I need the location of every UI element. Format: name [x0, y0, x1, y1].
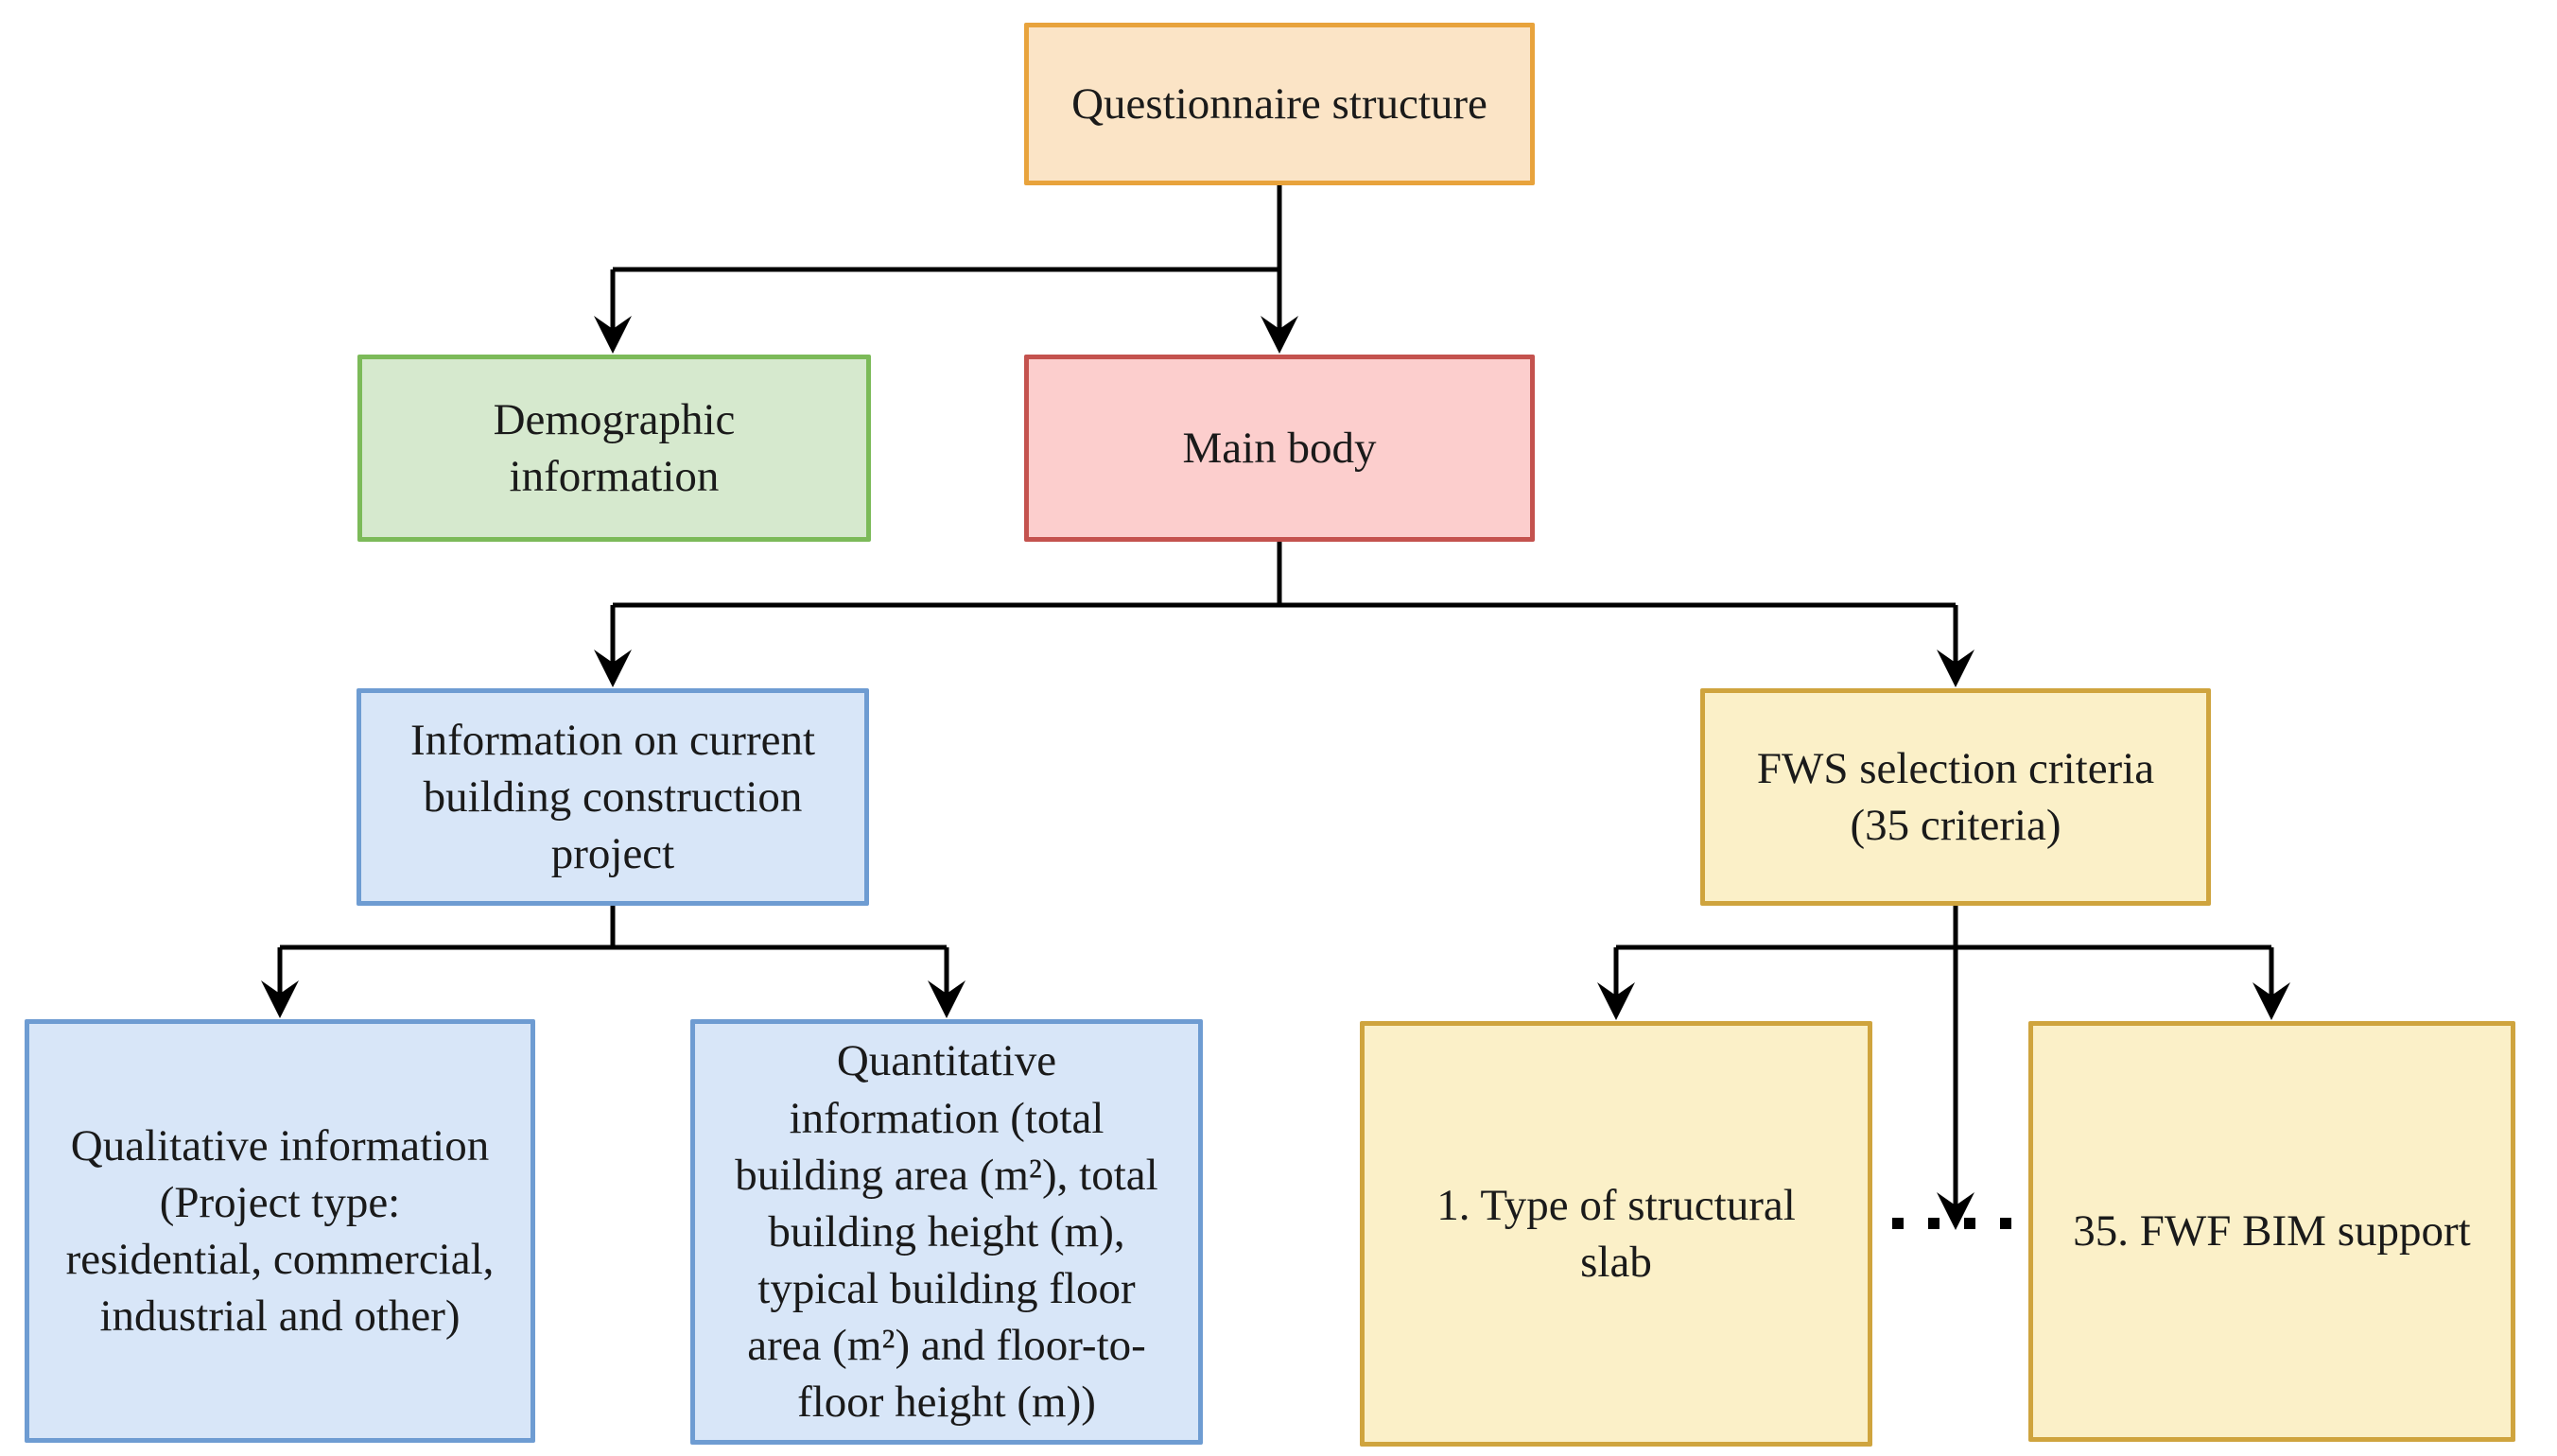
node-demographic-information-label: Demographic information	[493, 394, 736, 501]
arrowhead-quantitative	[928, 980, 965, 1018]
node-quantitative-information-label: Quantitative information (total building…	[735, 1036, 1158, 1428]
edge-project-to-children	[261, 904, 965, 1018]
arrowhead-demographic	[594, 316, 632, 354]
node-main-body-label: Main body	[1182, 423, 1377, 473]
arrowhead-criterion-1	[1597, 982, 1635, 1020]
node-criterion-35-fwf-bim-support: 35. FWF BIM support	[2028, 1021, 2515, 1442]
arrowhead-qualitative	[261, 980, 299, 1018]
node-criterion-1-structural-slab: 1. Type of structural slab	[1360, 1021, 1872, 1447]
edge-fws-to-children	[1597, 904, 2290, 1230]
arrowhead-fws-criteria	[1937, 650, 1974, 687]
node-fws-selection-criteria-label: FWS selection criteria (35 criteria)	[1756, 743, 2155, 850]
node-quantitative-information: Quantitative information (total building…	[690, 1019, 1203, 1445]
arrowhead-criterion-35	[2253, 982, 2290, 1020]
node-main-body: Main body	[1024, 355, 1535, 542]
arrowhead-ellipsis	[1937, 1192, 1974, 1230]
edge-mainbody-to-children	[594, 542, 1974, 687]
node-qualitative-information: Qualitative information (Project type: r…	[25, 1019, 535, 1443]
node-criterion-35-fwf-bim-support-label: 35. FWF BIM support	[2073, 1206, 2471, 1257]
node-questionnaire-structure-label: Questionnaire structure	[1071, 78, 1487, 129]
node-demographic-information: Demographic information	[357, 355, 871, 542]
node-current-project-info: Information on current building construc…	[357, 688, 869, 906]
node-qualitative-information-label: Qualitative information (Project type: r…	[65, 1120, 495, 1342]
node-criterion-1-structural-slab-label: 1. Type of structural slab	[1436, 1180, 1796, 1287]
arrowhead-main-body	[1261, 316, 1298, 354]
node-fws-selection-criteria: FWS selection criteria (35 criteria)	[1700, 688, 2211, 906]
arrowhead-current-project	[594, 650, 632, 687]
node-questionnaire-structure: Questionnaire structure	[1024, 23, 1535, 185]
node-current-project-info-label: Information on current building construc…	[409, 715, 816, 879]
edge-questionnaire-to-children	[594, 184, 1298, 354]
